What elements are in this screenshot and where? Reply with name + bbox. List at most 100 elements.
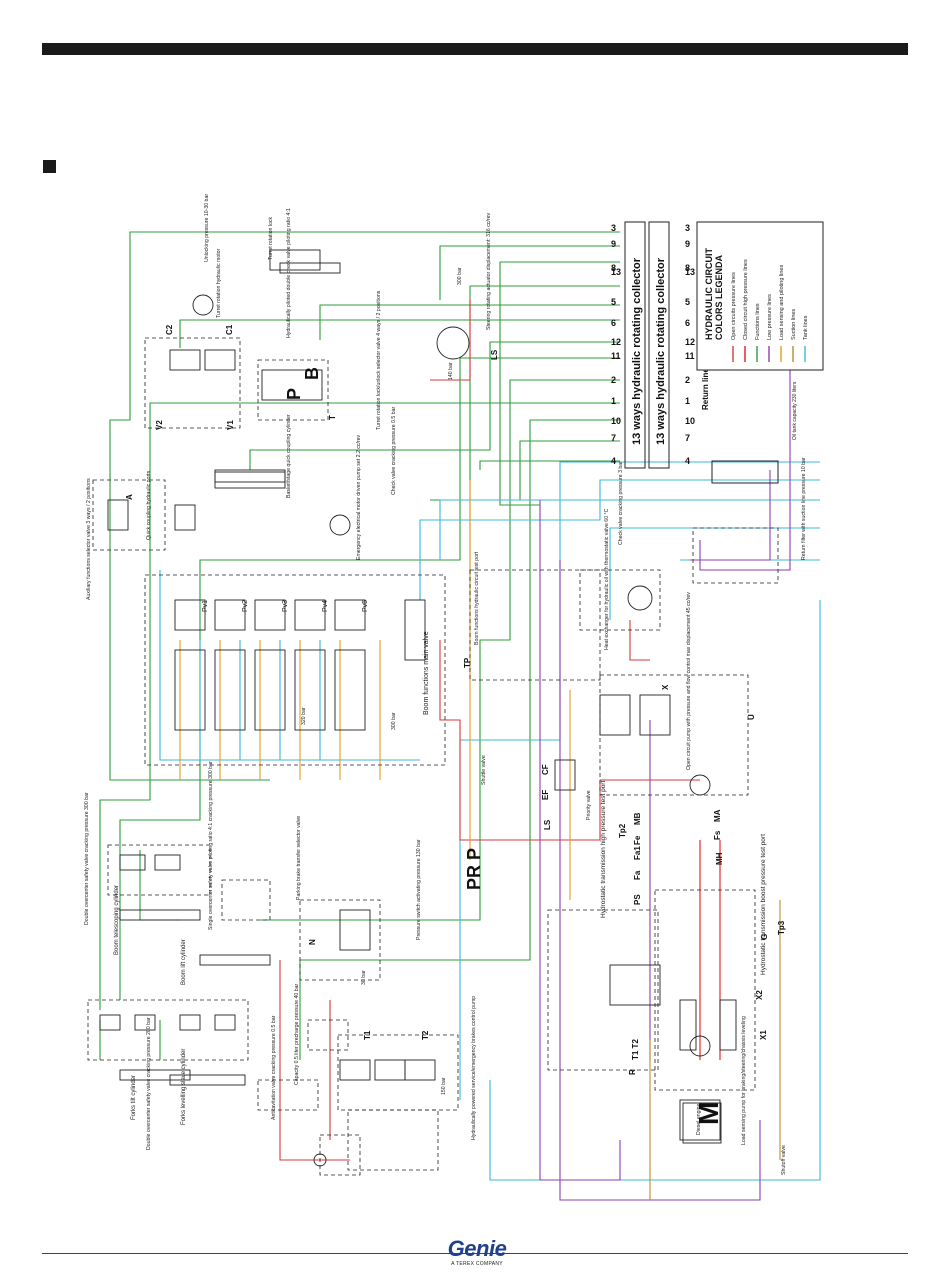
port-tp2: Tp2 — [618, 823, 627, 838]
hydraulic-line-47 — [139, 850, 180, 921]
header-bar — [42, 43, 908, 55]
label-return-filter: Return filter with suction line pressure… — [801, 457, 807, 560]
label-boom-test-port: Boom functions hydraulic circuit test po… — [474, 551, 480, 645]
component-box-9 — [654, 889, 756, 1091]
collector-port-10: 10 — [611, 416, 621, 426]
hydraulic-line-27 — [559, 560, 761, 1201]
label-bar-140: 140 bar — [448, 362, 454, 380]
label-boom-lift: Boom lift cylinder — [181, 939, 187, 985]
pv-label-2: Pv3 — [282, 600, 289, 612]
port-p-letter: P — [284, 388, 304, 400]
collector-port-6: 6 — [611, 318, 616, 328]
valve-block-14 — [254, 649, 286, 731]
valve-block-15 — [294, 649, 326, 731]
legend-title: HYDRAULIC CIRCUIT — [704, 248, 714, 340]
hydraulic-line-3 — [469, 285, 620, 600]
label-parking-brake: Parking brake transfer selector valve — [296, 816, 302, 900]
label-hydrostatic-test-boost: Hydrostatic transmission boost pressure … — [760, 834, 767, 975]
label-accumulator: Capacity 0.5 liter precharge pressure 40… — [294, 984, 300, 1085]
component-box-8 — [547, 909, 659, 1071]
valve-block-8 — [214, 599, 246, 631]
legend-port-12: 12 — [685, 337, 695, 347]
label-diesel-engine: Diesel engine — [696, 1103, 702, 1135]
valve-block-21 — [609, 964, 661, 1006]
hydraulic-line-14 — [419, 479, 820, 600]
label-bar-150: 150 bar — [441, 1077, 447, 1095]
label-pressure-switch: Pressure switch activating pressure 130 … — [416, 839, 422, 940]
valve-block-17 — [404, 599, 426, 661]
hydraulic-line-8 — [260, 379, 620, 921]
valve-block-4 — [174, 504, 196, 531]
component-box-13 — [337, 1034, 459, 1111]
valve-block-28 — [339, 909, 371, 951]
component-box-12 — [299, 899, 381, 981]
legend-port-6: 6 — [685, 318, 690, 328]
hydraulic-line-12 — [479, 460, 620, 470]
legend-port-7: 7 — [685, 433, 690, 443]
legend-item-label-0: Open circuits pressure lines — [731, 272, 737, 340]
hydraulic-line-30 — [279, 960, 350, 1161]
legend-port-5: 5 — [685, 297, 690, 307]
genie-logo: Genie A TEREX COMPANY — [437, 1237, 517, 1277]
valve-block-29 — [119, 854, 146, 871]
port-x1: X1 — [759, 1030, 768, 1040]
legend-item-label-6: Tank lines — [803, 315, 809, 340]
legend-item-label-2: Functions lines — [755, 303, 761, 340]
label-bar-300b: 300 bar — [391, 712, 397, 730]
hydraulic-line-34 — [629, 620, 650, 661]
label-steering-cylinder: Steering rotating actuator displacement:… — [486, 213, 492, 330]
hydraulic-line-18 — [489, 600, 821, 1181]
pump-motor-3 — [689, 774, 711, 796]
label-boom-main-valve: Boom functions main valve — [423, 631, 430, 715]
component-box-16 — [319, 1134, 361, 1176]
port-fa: Fa — [633, 870, 642, 880]
valve-block-6 — [269, 249, 321, 271]
label-lift-pump: Load sensing pump for braking/steering/c… — [741, 1016, 747, 1145]
port-fe: Fe — [633, 835, 642, 845]
label-hydrostatic-test-high: Hydrostatic transmission high pressure t… — [600, 781, 607, 918]
collector-port-1: 1 — [611, 396, 616, 406]
legend-port-10: 10 — [685, 416, 695, 426]
valve-block-3 — [107, 499, 129, 531]
port-ls: LS — [543, 819, 552, 830]
component-box-14 — [347, 1109, 439, 1171]
component-box-3 — [144, 574, 446, 766]
hydraulic-line-2 — [499, 261, 620, 506]
port-b-letter: B — [302, 367, 322, 380]
valve-block-34 — [214, 1014, 236, 1031]
port-cf: CF — [541, 764, 550, 775]
valve-block-33 — [179, 1014, 201, 1031]
hydraulic-line-16 — [609, 527, 820, 620]
collector-port-5: 5 — [611, 297, 616, 307]
collector-port-4: 4 — [611, 456, 616, 466]
pv-label-3: Pv2 — [242, 600, 249, 612]
port-v2: V2 — [155, 420, 164, 430]
logo-subtitle: A TEREX COMPANY — [451, 1261, 503, 1267]
valve-block-2 — [204, 349, 236, 371]
legend-port-9: 9 — [685, 239, 690, 249]
label-quick-coupling: Quick coupling hydraulic ports — [146, 470, 152, 540]
label-forks-tilt: Forks tilt cylinder — [131, 1075, 137, 1120]
legend-port-1: 1 — [685, 396, 690, 406]
label-bar-320: 320 bar — [301, 707, 307, 725]
valve-block-26 — [374, 1059, 406, 1081]
component-box-2 — [92, 479, 166, 551]
port-t2: T2 — [421, 1030, 430, 1040]
valve-block-25 — [339, 1059, 371, 1081]
label-turret-lockout-selector: Turret rotation lock/unlock selector val… — [376, 290, 382, 430]
pump-motor-5 — [329, 514, 351, 536]
section-bullet — [43, 160, 56, 173]
hydraulic-line-15 — [439, 499, 820, 560]
hydraulic-line-4 — [319, 304, 620, 340]
port-ma: MA — [713, 809, 722, 822]
label-emergency-pump: Emergency electrical motor driven pump s… — [356, 434, 362, 560]
collector-port-13: 13 — [611, 267, 621, 277]
legend-item-label-5: Suction lines — [791, 309, 797, 340]
port-n-letter: N — [308, 939, 317, 945]
valve-block-19 — [599, 694, 631, 736]
valve-block-1 — [169, 349, 201, 371]
legend-item-label-3: Low pressure lines — [767, 294, 773, 340]
label-priority-valve: Priority valve — [586, 790, 592, 820]
